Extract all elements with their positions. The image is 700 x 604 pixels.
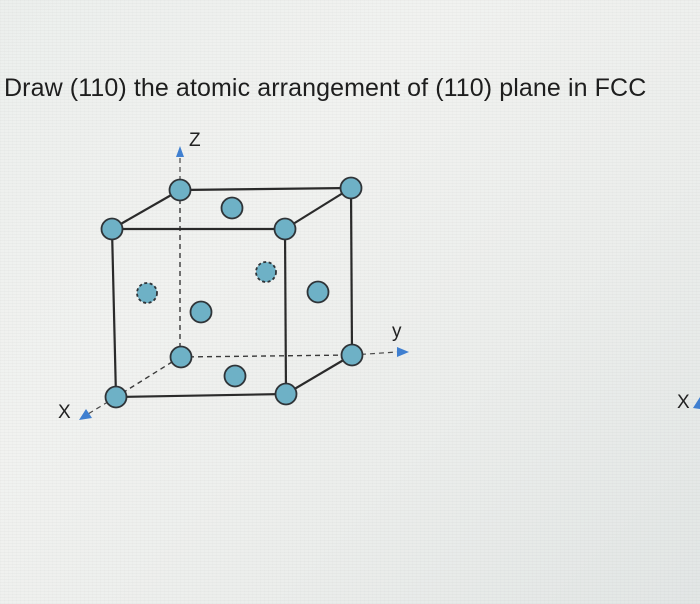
top-left-edge — [111, 189, 181, 230]
hidden-back-bottom-edge — [179, 354, 353, 358]
x-axis-arrow — [79, 409, 92, 420]
bottom-front-edge — [115, 392, 287, 399]
edge-x-axis-label: X — [677, 392, 690, 413]
hidden-back-left-bottom-edge — [115, 356, 181, 398]
edge-x-axis-arrow — [693, 397, 700, 409]
face-atom-top — [220, 196, 244, 220]
corner-atom-top-front-right — [273, 217, 297, 241]
face-atom-bottom — [223, 364, 247, 388]
face-atom-left — [136, 282, 158, 304]
z-axis-arrow — [176, 146, 184, 157]
corner-atom-top-back-right — [339, 176, 363, 200]
y-axis-arrow — [397, 347, 409, 357]
corner-atom-top-front-left — [100, 217, 124, 241]
face-atom-back — [255, 261, 277, 283]
y-axis-label: y — [392, 321, 402, 342]
corner-atom-bottom-back-left — [169, 345, 193, 369]
corner-atom-bottom-front-right — [274, 382, 298, 406]
front-right-vertical-edge — [283, 228, 288, 395]
face-atom-right — [306, 280, 330, 304]
x-axis-label: X — [58, 402, 71, 423]
y-axis-line — [351, 351, 398, 356]
question-text: Draw (110) the atomic arrangement of (11… — [4, 74, 647, 102]
bottom-right-edge — [285, 354, 353, 395]
top-right-edge — [284, 187, 352, 230]
front-left-vertical-edge — [110, 228, 118, 398]
corner-atom-top-back-left — [168, 178, 192, 202]
corner-atom-bottom-back-right — [340, 343, 364, 367]
z-axis-label: Z — [189, 130, 201, 151]
x-axis-line — [87, 396, 117, 415]
back-right-vertical-edge — [349, 187, 354, 356]
face-atom-front — [189, 300, 213, 324]
corner-atom-bottom-front-left — [104, 385, 128, 409]
top-back-edge — [179, 186, 352, 192]
